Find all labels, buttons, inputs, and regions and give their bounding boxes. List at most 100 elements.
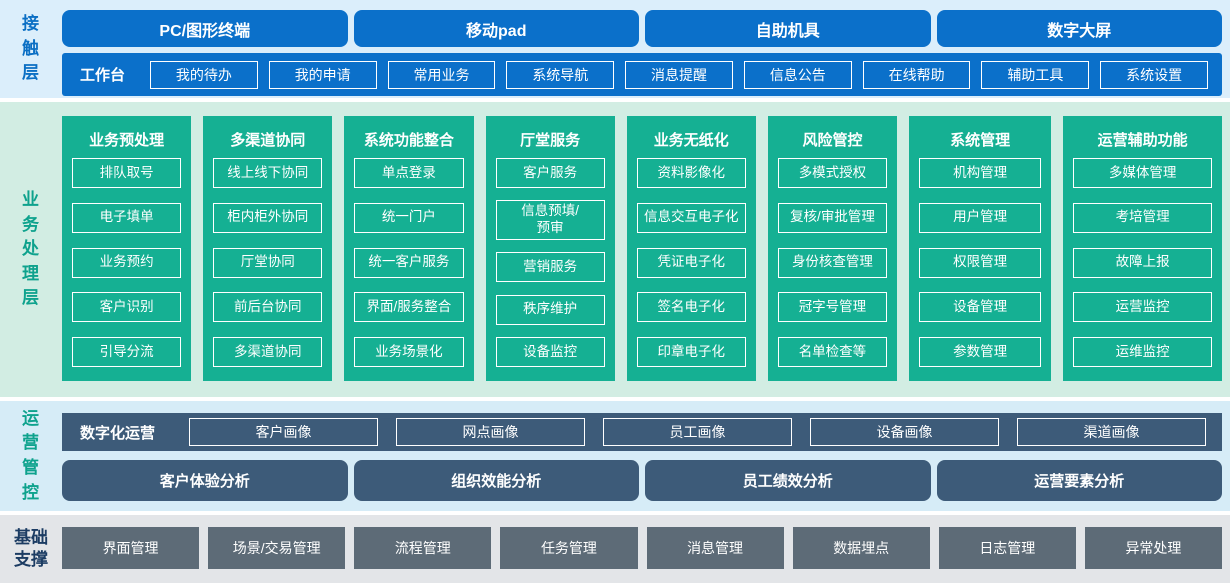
workbench-label: 工作台 [80, 67, 126, 84]
column-item: 用户管理 [919, 202, 1042, 233]
column-title: 运营辅助功能 [1097, 132, 1188, 149]
foundation-layer-content: 界面管理 场景/交易管理 流程管理 任务管理 消息管理 数据埋点 日志管理 异常… [62, 515, 1230, 583]
business-layer-gutter: 业务处理层 [0, 102, 62, 397]
column-item: 考培管理 [1073, 202, 1212, 233]
column-items: 资料影像化 信息交互电子化 凭证电子化 签名电子化 印章电子化 [636, 158, 746, 367]
column-item: 多媒体管理 [1073, 158, 1212, 188]
column-title: 业务无纸化 [653, 132, 729, 149]
column-items: 机构管理 用户管理 权限管理 设备管理 参数管理 [919, 158, 1042, 367]
business-column: 系统管理 机构管理 用户管理 权限管理 设备管理 参数管理 [909, 116, 1052, 381]
column-item: 客户服务 [495, 158, 605, 188]
business-layer-content: 业务预处理 排队取号 电子填单 业务预约 客户识别 引导分流 多渠道协同 线上线… [62, 102, 1230, 397]
column-item: 复核/审批管理 [777, 202, 888, 233]
workbench-item: 常用业务 [387, 60, 496, 89]
workbench-item: 系统设置 [1100, 60, 1209, 89]
analysis-box: 组织效能分析 [353, 460, 639, 501]
column-title: 厅堂服务 [520, 132, 581, 149]
workbench-item: 我的待办 [150, 60, 258, 89]
foundation-layer-gutter: 基础支撑 [0, 515, 62, 583]
workbench-item: 我的申请 [268, 60, 377, 89]
column-item: 电子填单 [72, 202, 182, 233]
profile-box: 员工画像 [603, 418, 793, 446]
column-item: 运维监控 [1073, 337, 1212, 367]
business-column: 厅堂服务 客户服务 信息预填/ 预审 营销服务 秩序维护 设备监控 [485, 116, 615, 381]
analysis-box: 运营要素分析 [936, 460, 1222, 501]
column-item: 引导分流 [72, 337, 182, 367]
column-item: 信息交互电子化 [636, 202, 746, 233]
column-item: 签名电子化 [636, 292, 746, 323]
column-item: 设备监控 [495, 337, 605, 367]
column-item: 名单检查等 [777, 337, 888, 367]
column-item: 资料影像化 [636, 158, 746, 188]
business-column: 业务预处理 排队取号 电子填单 业务预约 客户识别 引导分流 [62, 116, 192, 381]
profile-box: 设备画像 [810, 418, 1000, 446]
foundation-box: 异常处理 [1084, 527, 1222, 569]
foundation-layer-label: 基础支撑 [14, 527, 48, 569]
profile-box: 网点画像 [396, 418, 586, 446]
column-item: 客户识别 [72, 292, 182, 323]
workbench-item: 在线帮助 [862, 60, 971, 89]
business-column: 运营辅助功能 多媒体管理 考培管理 故障上报 运营监控 运维监控 [1063, 116, 1222, 381]
column-item: 运营监控 [1073, 292, 1212, 323]
terminal-row: PC/图形终端 移动pad 自助机具 数字大屏 [62, 10, 1222, 47]
column-item: 前后台协同 [213, 292, 323, 323]
column-item: 机构管理 [919, 158, 1042, 188]
foundation-box: 流程管理 [354, 527, 492, 569]
contact-layer-gutter: 接触层 [0, 0, 62, 98]
column-item: 柜内柜外协同 [213, 202, 323, 233]
business-layer-band: 业务处理层 业务预处理 排队取号 电子填单 业务预约 客户识别 引导分流 多渠道… [0, 102, 1230, 397]
foundation-box: 日志管理 [938, 527, 1076, 569]
business-column: 多渠道协同 线上线下协同 柜内柜外协同 厅堂协同 前后台协同 多渠道协同 [203, 116, 333, 381]
column-item: 凭证电子化 [636, 247, 746, 278]
profile-box: 渠道画像 [1017, 418, 1207, 446]
column-item: 身份核查管理 [777, 247, 888, 278]
analysis-box: 员工绩效分析 [645, 460, 931, 501]
foundation-layer-band: 基础支撑 界面管理 场景/交易管理 流程管理 任务管理 消息管理 数据埋点 日志… [0, 515, 1230, 583]
column-items: 多模式授权 复核/审批管理 身份核查管理 冠字号管理 名单检查等 [777, 158, 888, 367]
column-item: 界面/服务整合 [354, 292, 464, 323]
column-item: 故障上报 [1073, 247, 1212, 278]
workbench-item: 信息公告 [743, 60, 852, 89]
operations-layer-band: 运营管控 数字化运营 客户画像 网点画像 员工画像 设备画像 渠道画像 客户体验… [0, 401, 1230, 511]
operations-layer-content: 数字化运营 客户画像 网点画像 员工画像 设备画像 渠道画像 客户体验分析 组织… [62, 401, 1230, 511]
workbench-bar: 工作台 我的待办 我的申请 常用业务 系统导航 消息提醒 信息公告 在线帮助 辅… [62, 53, 1222, 96]
contact-layer-label: 接触层 [22, 14, 40, 83]
business-column: 系统功能整合 单点登录 统一门户 统一客户服务 界面/服务整合 业务场景化 [344, 116, 474, 381]
digital-operations-bar: 数字化运营 客户画像 网点画像 员工画像 设备画像 渠道画像 [62, 413, 1222, 451]
contact-layer-band: 接触层 PC/图形终端 移动pad 自助机具 数字大屏 工作台 我的待办 我的申… [0, 0, 1230, 98]
business-layer-label: 业务处理层 [22, 189, 40, 308]
workbench-item: 消息提醒 [625, 60, 733, 89]
foundation-box: 界面管理 [62, 527, 200, 569]
column-item: 多渠道协同 [213, 337, 323, 367]
profile-box: 客户画像 [189, 418, 379, 446]
terminal-box: 数字大屏 [936, 10, 1222, 47]
column-item: 业务场景化 [354, 337, 464, 367]
business-column: 风险管控 多模式授权 复核/审批管理 身份核查管理 冠字号管理 名单检查等 [767, 116, 898, 381]
column-item: 单点登录 [354, 158, 464, 188]
column-item: 冠字号管理 [777, 292, 888, 323]
column-item: 设备管理 [919, 292, 1042, 323]
workbench-item: 辅助工具 [981, 60, 1090, 89]
column-item: 业务预约 [72, 247, 182, 278]
column-items: 客户服务 信息预填/ 预审 营销服务 秩序维护 设备监控 [495, 158, 605, 367]
analysis-box: 客户体验分析 [62, 460, 348, 501]
column-title: 系统功能整合 [363, 132, 454, 149]
column-item: 信息预填/ 预审 [495, 200, 605, 241]
contact-layer-content: PC/图形终端 移动pad 自助机具 数字大屏 工作台 我的待办 我的申请 常用… [62, 0, 1230, 98]
column-title: 风险管控 [802, 132, 863, 149]
column-item: 参数管理 [919, 337, 1042, 367]
column-title: 多渠道协同 [230, 132, 306, 149]
column-items: 排队取号 电子填单 业务预约 客户识别 引导分流 [72, 158, 182, 367]
foundation-box: 数据埋点 [792, 527, 930, 569]
column-items: 线上线下协同 柜内柜外协同 厅堂协同 前后台协同 多渠道协同 [213, 158, 323, 367]
column-item: 统一客户服务 [354, 247, 464, 278]
column-item: 印章电子化 [636, 337, 746, 367]
column-item: 秩序维护 [495, 294, 605, 325]
column-item: 线上线下协同 [213, 158, 323, 188]
digital-operations-label: 数字化运营 [80, 424, 156, 442]
analysis-row: 客户体验分析 组织效能分析 员工绩效分析 运营要素分析 [62, 460, 1222, 501]
foundation-box: 任务管理 [500, 527, 638, 569]
foundation-box: 场景/交易管理 [208, 527, 346, 569]
foundation-box: 消息管理 [646, 527, 784, 569]
operations-layer-gutter: 运营管控 [0, 401, 62, 511]
